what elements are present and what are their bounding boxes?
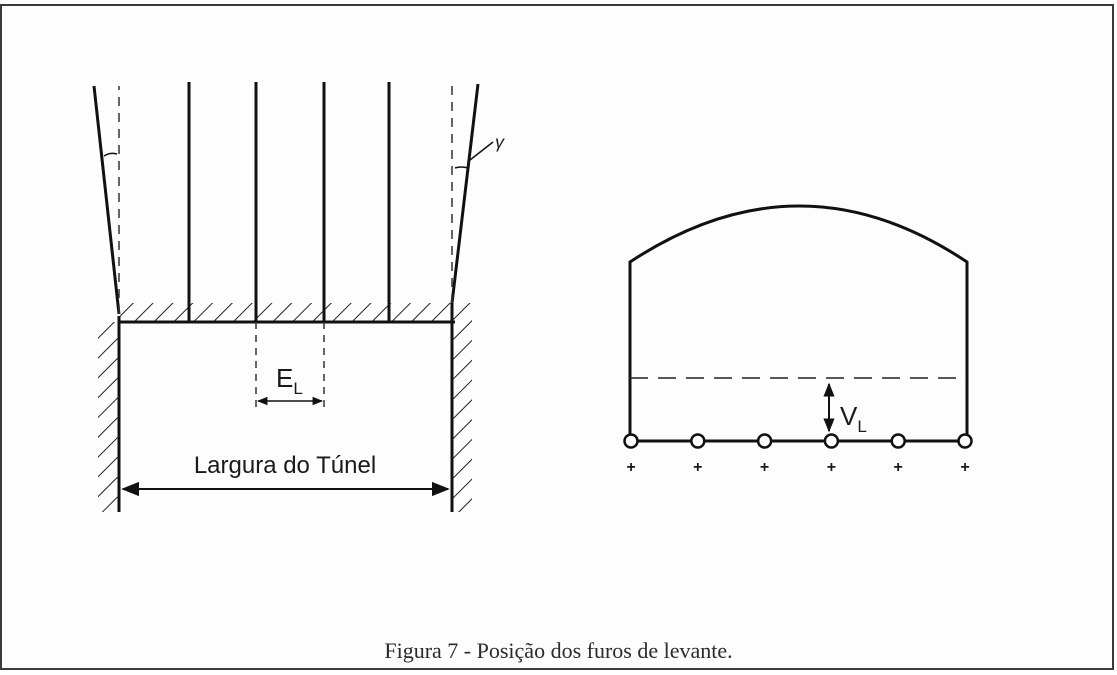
spacing-label: EL [276, 363, 303, 398]
lifter-hole [823, 433, 840, 449]
tunnel-profile [628, 204, 969, 441]
hole-marker: + [960, 459, 969, 476]
hole-marker: + [626, 459, 635, 476]
hole-marker: + [827, 459, 836, 476]
lifter-hole [957, 433, 973, 449]
hole-marker: + [894, 459, 903, 476]
right-wall-hatch [453, 303, 472, 512]
lifter-hole [690, 433, 706, 449]
lifter-hole [890, 433, 906, 449]
lifter-hole [756, 433, 773, 449]
right-inclined-hole [450, 83, 480, 304]
right-angle-arc [454, 166, 469, 169]
left-wall-hatch [98, 322, 119, 512]
left-angle-arc [103, 152, 118, 157]
plan-view: γ EL Largura do Túnel [92, 82, 505, 512]
burden-label: VL [840, 401, 867, 436]
floor-hatch [120, 303, 453, 322]
gamma-leader [469, 141, 494, 161]
figure-frame [0, 4, 1114, 670]
hole-marker: + [760, 459, 769, 476]
left-inclined-hole [92, 85, 121, 315]
hole-marker: + [693, 459, 702, 476]
figure-caption: Figura 7 - Posição dos furos de levante. [384, 638, 733, 663]
gamma-label: γ [495, 132, 505, 152]
lifter-holes: + + + + + + [623, 433, 973, 476]
lifter-hole [623, 433, 639, 449]
tunnel-width-label: Largura do Túnel [194, 452, 376, 479]
cross-section-view: VL + + + + + + [623, 204, 973, 476]
